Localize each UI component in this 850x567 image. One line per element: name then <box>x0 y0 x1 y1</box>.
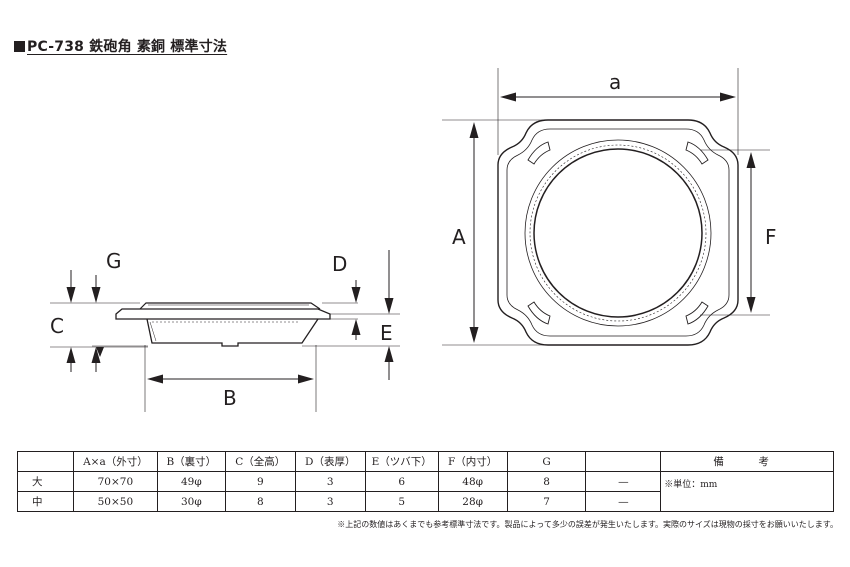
table-cell: 3 <box>294 471 366 492</box>
table-cell: 49φ <box>156 471 226 492</box>
dim-label-D: D <box>332 252 347 276</box>
header-cell: G <box>506 451 587 472</box>
dim-label-A: A <box>452 225 466 249</box>
header-cell: E（ツバ下） <box>364 451 439 472</box>
dim-label-B: B <box>223 386 237 410</box>
dim-label-a: a <box>609 70 621 94</box>
header-cell <box>585 451 662 472</box>
dim-label-F: F <box>765 225 777 249</box>
size-cell: 中 <box>17 491 74 512</box>
table-cell: — <box>585 471 662 492</box>
table-cell: 9 <box>224 471 296 492</box>
dim-label-G: G <box>106 249 122 273</box>
dimension-arrows <box>66 92 756 384</box>
table-cell: 50×50 <box>72 491 158 512</box>
page-title: PC-738 鉄砲角 素銅 標準寸法 <box>14 36 227 56</box>
header-cell: D（表厚） <box>294 451 366 472</box>
table-cell: 6 <box>364 471 439 492</box>
table-row: 中 50×50 30φ 8 3 5 28φ 7 — <box>17 491 834 512</box>
dim-label-C: C <box>50 314 64 338</box>
table-cell: 8 <box>506 471 587 492</box>
table-cell: 5 <box>364 491 439 512</box>
header-cell <box>17 451 74 472</box>
title-text: PC-738 鉄砲角 素銅 標準寸法 <box>27 39 228 55</box>
table-cell: — <box>585 491 662 512</box>
header-cell: A×a（外寸） <box>72 451 158 472</box>
technical-drawing: a A F G D C E B <box>50 68 777 412</box>
table-cell: 3 <box>294 491 366 512</box>
table-cell: 70×70 <box>72 471 158 492</box>
header-cell: F（内寸） <box>437 451 508 472</box>
spec-table: A×a（外寸） B（裏寸） C（全高） D（表厚） E（ツバ下） F（内寸） G… <box>17 451 834 512</box>
top-view <box>497 119 739 346</box>
table-cell: 8 <box>224 491 296 512</box>
dim-label-E: E <box>380 321 393 345</box>
table-cell: 30φ <box>156 491 226 512</box>
header-cell: B（裏寸） <box>156 451 226 472</box>
footnote: ※上記の数値はあくまでも参考標準寸法です。製品によって多少の誤差が発生いたします… <box>337 520 838 529</box>
size-cell: 大 <box>17 471 74 492</box>
table-row: 大 70×70 49φ 9 3 6 48φ 8 — ※単位：mm <box>17 471 834 512</box>
table-cell: 28φ <box>437 491 508 512</box>
header-cell-remarks: 備 考 <box>660 451 834 472</box>
square-bullet-icon <box>14 41 25 52</box>
side-profile <box>115 302 331 347</box>
table-cell: 48φ <box>437 471 508 492</box>
table-cell: 7 <box>506 491 587 512</box>
remarks-cell: ※単位：mm <box>660 471 834 512</box>
header-cell: C（全高） <box>224 451 296 472</box>
table-header-row: A×a（外寸） B（裏寸） C（全高） D（表厚） E（ツバ下） F（内寸） G… <box>17 451 834 472</box>
